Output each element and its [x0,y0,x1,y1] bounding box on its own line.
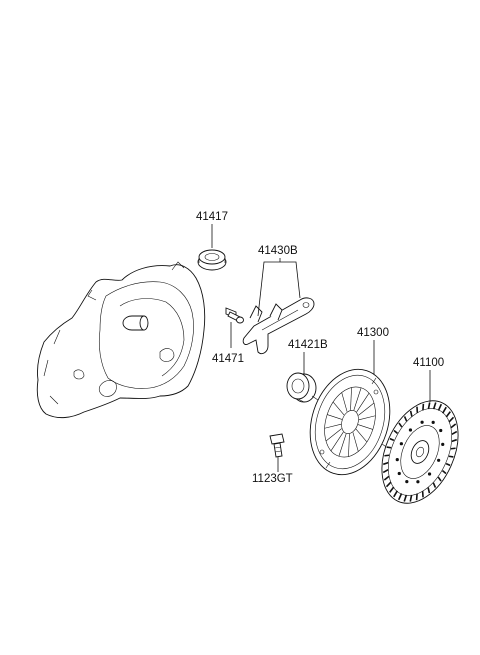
clutch-disc-friction-slot [442,406,447,414]
clutch-disc-rivet [405,479,409,484]
clutch-disc-friction-slot [437,476,442,482]
pressure-plate-spoke [324,423,342,429]
clutch-disc-friction-slot [383,475,390,481]
pivot-bolt-part [225,307,244,324]
clutch-disc-rivet [420,420,424,424]
clutch-disc-friction-slot [450,447,456,450]
clutch-disc-friction-slot [409,410,413,417]
clutch-disc-friction-slot [389,437,395,442]
clutch-disc-friction-slot [403,416,408,422]
clutch-disc-friction-slot [384,454,390,457]
label-release-bearing: 41421B [288,339,328,351]
release-bearing-part [286,372,317,403]
bolt-part [269,433,285,458]
clutch-disc-friction-slot [397,493,403,501]
clutch-disc-friction-slot [448,416,455,423]
clutch-disc-friction-slot [383,461,389,466]
label-bolt: 1123GT [252,473,293,485]
clutch-disc-rivet [441,442,445,446]
label-bearing-sleeve: 41417 [196,211,228,223]
bearing-sleeve-part [197,249,227,271]
label-clutch-disc: 41100 [413,357,444,369]
clutch-disc-friction-slot [409,494,413,502]
pressure-plate-spoke [348,434,350,457]
pressure-plate-spoke [356,393,370,413]
pressure-plate-spoke [355,428,368,443]
pressure-plate-spoke [338,433,347,457]
transmission-housing [36,261,206,419]
pressure-plate-spoke [358,402,375,416]
clutch-disc-rivet [439,428,443,433]
clutch-disc-friction-slot [385,481,392,488]
pressure-plate-spoke [341,392,348,412]
clutch-disc-friction-slot [427,487,431,494]
clutch-disc-rivet [399,442,403,446]
pressure-plate-part [309,368,391,476]
pressure-plate-spoke [327,414,343,420]
clutch-disc-rivet [431,420,435,425]
clutch-disc-rivet [395,458,399,462]
clutch-disc-rivet [416,480,420,484]
clutch-disc-friction-slot [448,455,454,458]
clutch-disc-friction-slot [389,486,395,493]
clutch-disc-friction-slot [445,462,451,467]
label-release-fork: 41430B [258,245,298,257]
clutch-disc-friction-slot [451,430,458,435]
pressure-plate-spoke [350,387,352,410]
pressure-plate-spoke [332,401,345,416]
clutch-disc-friction-slot [398,422,403,428]
clutch-disc-friction-slot [437,403,443,411]
clutch-disc-friction-slot [386,446,392,449]
clutch-disc-friction-slot [427,402,431,410]
clutch-disc-rivet [397,471,401,476]
clutch-disc-rivet [437,458,441,462]
pressure-plate-spoke [353,387,362,411]
clutch-disc-friction-slot [432,402,437,410]
clutch-disc-friction-slot [451,438,457,443]
clutch-disc-friction-slot [441,470,447,475]
clutch-disc-part [381,400,459,504]
pressure-plate-spoke [357,424,373,430]
clutch-disc-friction-slot [450,423,457,429]
clutch-disc-friction-slot [393,490,398,498]
pressure-plate-spoke [352,432,359,452]
clutch-disc-rivet [408,428,413,432]
label-pressure-plate: 41300 [357,327,389,339]
clutch-disc-friction-slot [382,469,389,474]
clutch-disc-friction-slot [403,494,408,502]
release-fork-part [242,297,315,355]
label-pivot-bolt: 41471 [212,353,244,365]
pressure-plate-spoke [330,431,344,451]
clutch-disc-friction-slot [432,482,437,488]
clutch-disc-rivet [427,472,432,476]
clutch-disc-friction-slot [393,429,399,434]
pressure-plate-spoke [358,415,376,421]
pressure-plate-spoke [325,428,342,442]
clutch-disc-friction-slot [445,411,451,418]
